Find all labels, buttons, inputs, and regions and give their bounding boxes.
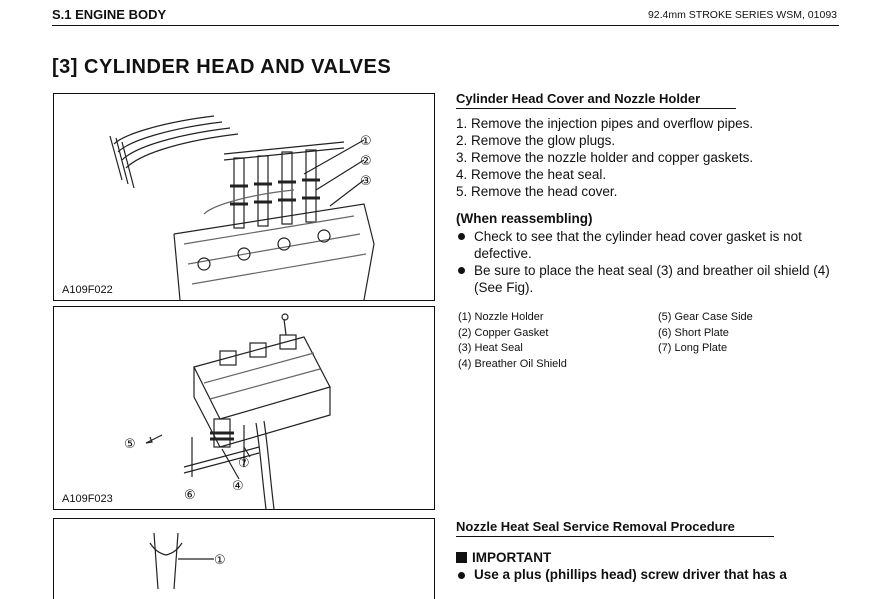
note-item: Be sure to place the heat seal (3) and b… [456,262,846,296]
page-title: [3] CYLINDER HEAD AND VALVES [52,56,392,78]
important-note: Use a plus (phillips head) screw driver … [456,567,869,582]
callout-1: ① [360,134,372,149]
legend-item: (6) Short Plate [658,326,729,339]
step-item: 1. Remove the injection pipes and overfl… [456,116,754,131]
important-heading: IMPORTANT [456,550,551,565]
legend-item: (4) Breather Oil Shield [458,357,567,370]
section-title: Nozzle Heat Seal Service Removal Procedu… [456,519,735,534]
reassembling-notes: Check to see that the cylinder head cove… [456,228,846,296]
step-item: 5. Remove the head cover. [456,184,618,199]
callout-4: ④ [232,479,244,494]
tool-drawing: ① [149,532,226,590]
note-item: Check to see that the cylinder head cove… [456,228,846,262]
callout-7: ⑦ [238,456,250,471]
series-header: 92.4mm STROKE SERIES WSM, 01093 [647,9,837,21]
callout-1: ① [214,553,226,568]
figure-heat-seal: ④ ⑤ ⑥ ⑦ A109F023 [53,306,435,510]
removal-steps: 1. Remove the injection pipes and overfl… [456,115,753,200]
callout-5: ⑤ [124,437,136,452]
section-title: Cylinder Head Cover and Nozzle Holder [456,91,701,106]
legend-item: (3) Heat Seal [458,342,523,354]
legend-item: (1) Nozzle Holder [458,311,544,323]
callout-6: ⑥ [184,488,196,503]
step-item: 3. Remove the nozzle holder and copper g… [456,150,754,165]
important-square-icon [456,552,467,563]
legend-item: (2) Copper Gasket [458,326,549,339]
section-header: S.1 ENGINE BODY [52,7,167,22]
legend-left: (1) Nozzle Holder (2) Copper Gasket (3) … [458,310,567,372]
section-title-rule [456,536,774,537]
figure-label: A109F023 [62,493,113,505]
step-item: 2. Remove the glow plugs. [456,133,616,148]
legend-item: (7) Long Plate [658,342,728,354]
reassembling-heading: (When reassembling) [456,211,593,226]
engine-drawing-2: ④ ⑤ ⑥ ⑦ [124,313,331,510]
important-label: IMPORTANT [472,550,552,565]
step-item: 4. Remove the heat seal. [456,167,607,182]
figure-nozzle-heat-seal: ① [53,518,435,599]
callout-3: ③ [360,174,372,189]
header-rule [52,25,839,26]
figure-label: A109F022 [62,284,113,296]
figure-cylinder-head-cover: ① ② ③ A109F022 [53,93,435,301]
engine-drawing-1: ① ② ③ [109,115,375,301]
legend-item: (5) Gear Case Side [658,311,753,323]
section-title-rule [456,108,736,109]
callout-2: ② [360,154,372,169]
legend-right: (5) Gear Case Side (6) Short Plate (7) L… [658,310,753,357]
